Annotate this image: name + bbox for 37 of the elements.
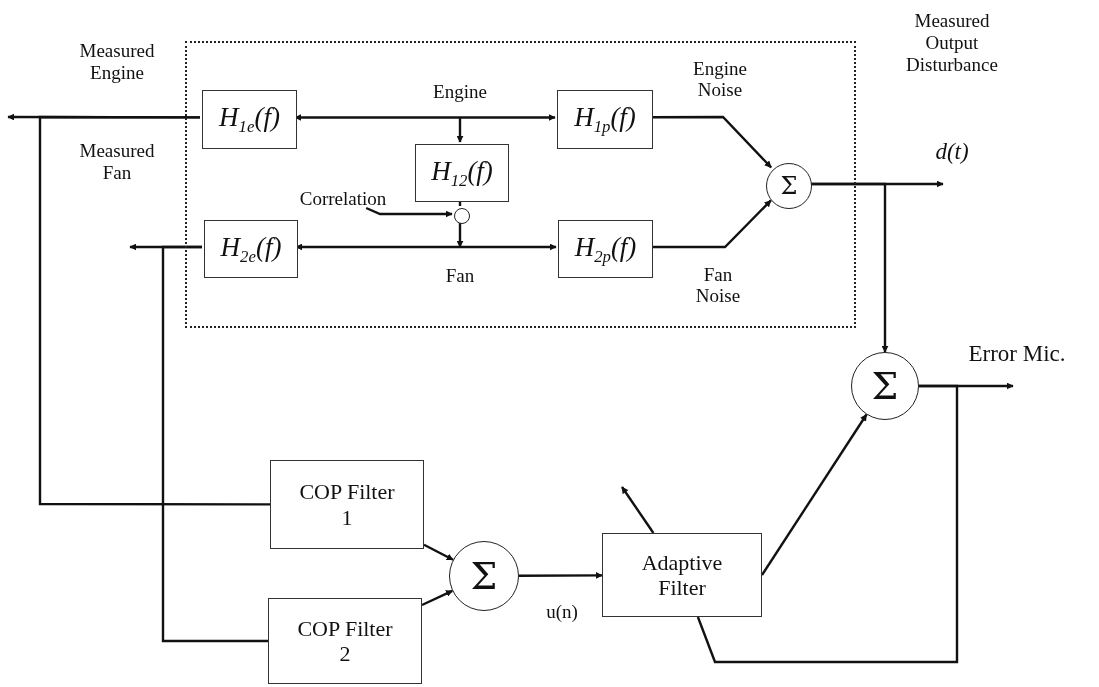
transfer-function-block: [557, 90, 653, 149]
summing-junction: Σ: [851, 352, 919, 420]
signal-label: Correlation: [284, 188, 402, 210]
arrow: [519, 571, 603, 579]
transfer-function-block: [558, 220, 653, 278]
block-label: COP Filter 2: [297, 615, 393, 667]
signal-label: Measured Engine: [78, 40, 156, 84]
signal-label: Measured Output Disturbance: [905, 10, 999, 76]
transfer-function-block: [202, 90, 297, 149]
arrow: [621, 486, 655, 534]
arrow: [456, 222, 464, 248]
arrow: [456, 117, 464, 143]
block-label: COP Filter 1: [299, 479, 395, 530]
summing-junction: Σ: [449, 541, 519, 611]
arrow: [365, 206, 453, 218]
transfer-function-block: [602, 533, 762, 617]
signal-label: Measured Fan: [78, 140, 156, 184]
block-label: H$_{2e}$(f): [220, 231, 282, 267]
transfer-function-block: [415, 144, 509, 202]
arrow: [423, 543, 454, 561]
block-label: H$_{12}$(f): [431, 155, 493, 191]
transfer-function-block: [270, 460, 424, 549]
block-label: H$_{1e}$(f): [219, 102, 280, 137]
arrow: [651, 115, 772, 169]
edge-label: d(t): [935, 139, 969, 165]
arrow: [651, 199, 772, 249]
junction-circle: [454, 208, 470, 224]
arrow: [421, 589, 453, 607]
transfer-function-block: [268, 598, 422, 684]
block-label: H$_{1p}$(f): [574, 102, 636, 137]
arrow: [760, 413, 868, 577]
arrow: [810, 182, 889, 353]
block-label: Adaptive Filter: [640, 549, 724, 601]
block-label: H$_{2p}$(f): [574, 231, 637, 267]
edge-label: u(n): [546, 601, 578, 623]
transfer-function-block: [204, 220, 298, 278]
summing-junction: Σ: [766, 163, 812, 209]
